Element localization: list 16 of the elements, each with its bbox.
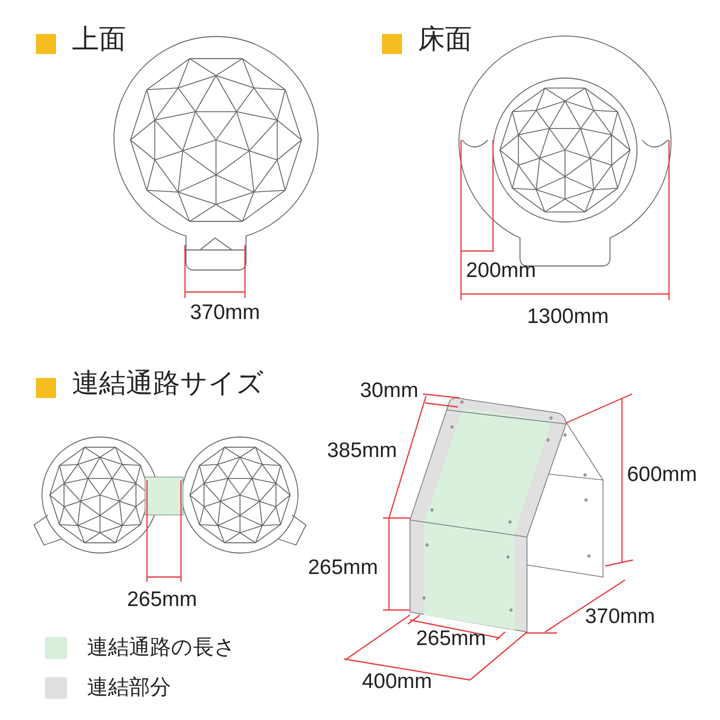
section-heading: 連結通路サイズ	[72, 370, 264, 397]
dimension-label: 265mm	[308, 557, 378, 578]
section-heading: 上面	[72, 26, 126, 53]
dimension-label: 200mm	[466, 260, 536, 281]
section-heading: 床面	[418, 26, 472, 53]
dimension-label: 400mm	[362, 671, 432, 692]
dimension-label: 265mm	[416, 628, 486, 649]
dimension-label: 600mm	[627, 464, 698, 485]
legend-text: 連結部分	[87, 677, 171, 698]
dimension-label: 265mm	[127, 589, 198, 610]
dimension-label: 370mm	[190, 302, 260, 323]
legend-text: 連結通路の長さ	[87, 637, 236, 658]
dimension-label: 30mm	[360, 380, 418, 401]
dimension-label: 1300mm	[527, 306, 609, 327]
dimension-label: 385mm	[327, 440, 398, 461]
dimension-label: 370mm	[585, 606, 656, 627]
